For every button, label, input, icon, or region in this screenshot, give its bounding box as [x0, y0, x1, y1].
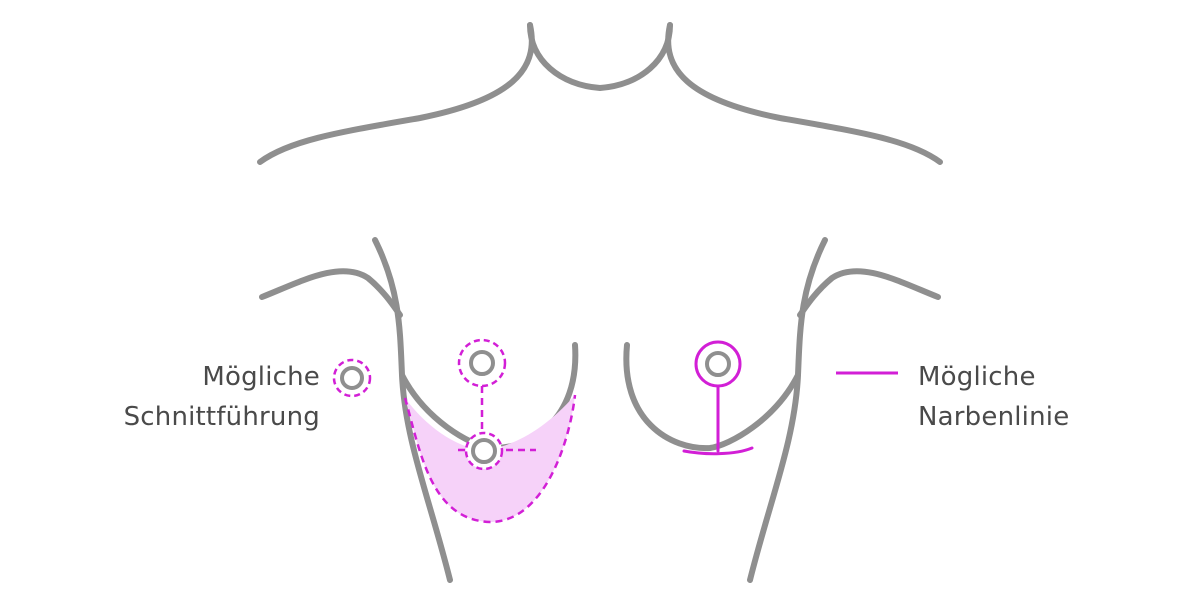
- left-shoulder-outline: [260, 25, 532, 162]
- left-nipple-lower: [473, 440, 495, 462]
- legend-scar-label: Mögliche Narbenlinie: [918, 357, 1069, 437]
- legend-scar-line1: Mögliche: [918, 357, 1069, 397]
- right-torso-outline: [750, 240, 825, 580]
- legend-incision-line2: Schnittführung: [124, 397, 320, 437]
- left-arm-outline: [262, 271, 400, 315]
- right-shoulder-outline: [668, 25, 940, 162]
- legend-scar-line2: Narbenlinie: [918, 397, 1069, 437]
- legend-incision-label: Mögliche Schnittführung: [124, 357, 320, 437]
- legend-incision-nipple-icon: [342, 368, 362, 388]
- right-nipple: [707, 353, 729, 375]
- left-nipple-upper: [471, 352, 493, 374]
- right-arm-outline: [800, 271, 938, 315]
- neck-outline: [530, 25, 670, 88]
- legend-incision-line1: Mögliche: [124, 357, 320, 397]
